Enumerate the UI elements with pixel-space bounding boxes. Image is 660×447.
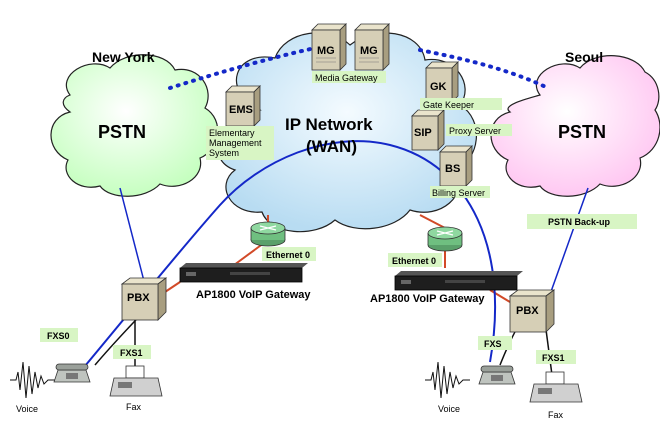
fax-right-label: Fax [548,410,564,420]
gateway-pbx-link-right [489,289,511,303]
voice-call-path [79,140,497,373]
dotted-link-right [418,48,550,90]
voice-wave-right-icon [425,361,470,399]
ems-caption-line1: Elementary [209,128,255,138]
bs-server [439,145,473,187]
ip-network-label: IP Network [285,115,373,134]
mg-server-1 [311,23,347,71]
pstn-right-label: PSTN [558,122,606,142]
mg2-label: MG [360,45,378,57]
pbx-right-icon [508,289,556,333]
pstn-left-label: PSTN [98,122,146,142]
fxs1-right-label: FXS1 [542,353,565,363]
gk-label: GK [430,81,447,93]
wan-label: (WAN) [306,137,357,156]
gateway-right-icon [394,271,523,291]
pstn-cloud-right [490,55,660,197]
gateway-left-label: AP1800 VoIP Gateway [196,289,311,301]
city-left-label: New York [92,49,155,65]
bs-label: BS [445,163,460,175]
router-right-icon [427,226,463,252]
fxs-right-label: FXS [484,339,502,349]
gateway-left-icon [179,263,308,283]
pstn-pbx-link-left [119,187,146,286]
ems-caption-line3: System [209,148,239,158]
ems-caption-line2: Management [209,138,262,148]
fxs0-tag-bg [40,328,78,342]
sip-label: SIP [414,127,432,139]
ethernet-right-label: Ethernet 0 [392,256,436,266]
ethernet-left-tag-bg [262,247,316,261]
fxs1-left-tag-bg [113,345,151,359]
phone-left-icon [53,363,91,383]
pstn-pbx-link-right [547,187,589,301]
pbx-left-icon [120,277,168,321]
fax-left-icon [109,365,163,397]
ems-server [225,85,261,127]
gk-caption-bg [420,98,502,110]
mg1-label: MG [317,45,335,57]
pbx-right-label: PBX [516,305,539,317]
mg-caption: Media Gateway [315,73,378,83]
pstn-cloud-left [50,54,219,197]
gateway-right-label: AP1800 VoIP Gateway [370,293,485,305]
mg-server-2 [354,23,390,71]
sip-caption: Proxy Server [449,126,501,136]
router-left-icon [250,221,286,247]
gk-caption: Gate Keeper [423,100,474,110]
bs-caption: Billing Server [432,188,485,198]
bs-caption-bg [430,186,490,198]
fxs1-right-tag-bg [536,350,576,364]
wan-link-right-top [419,214,446,229]
voice-right-label: Voice [438,404,460,414]
fax-left-label: Fax [126,402,142,412]
fxs-right-tag-bg [478,336,512,350]
fax-right-icon [529,371,583,403]
phone-right-icon [478,365,516,385]
mg-caption-bg [312,71,386,83]
dotted-link-left [168,46,317,90]
voice-left-label: Voice [16,404,38,414]
fxs0-label: FXS0 [47,331,70,341]
ethernet-left-label: Ethernet 0 [266,250,310,260]
gateway-pbx-link-left [164,281,181,293]
pbx-left-label: PBX [127,292,150,304]
sip-caption-bg [446,124,512,136]
ems-label: EMS [229,104,253,116]
voice-wave-left-icon [10,361,55,399]
gk-server [425,61,459,103]
city-right-label: Seoul [565,49,603,65]
fxs1-left-label: FXS1 [120,348,143,358]
sip-server [411,109,445,151]
ethernet-right-tag-bg [388,253,442,267]
ems-caption-bg [206,126,274,160]
pstn-backup-tag-bg [527,214,637,229]
pstn-backup-label: PSTN Back-up [548,217,611,227]
